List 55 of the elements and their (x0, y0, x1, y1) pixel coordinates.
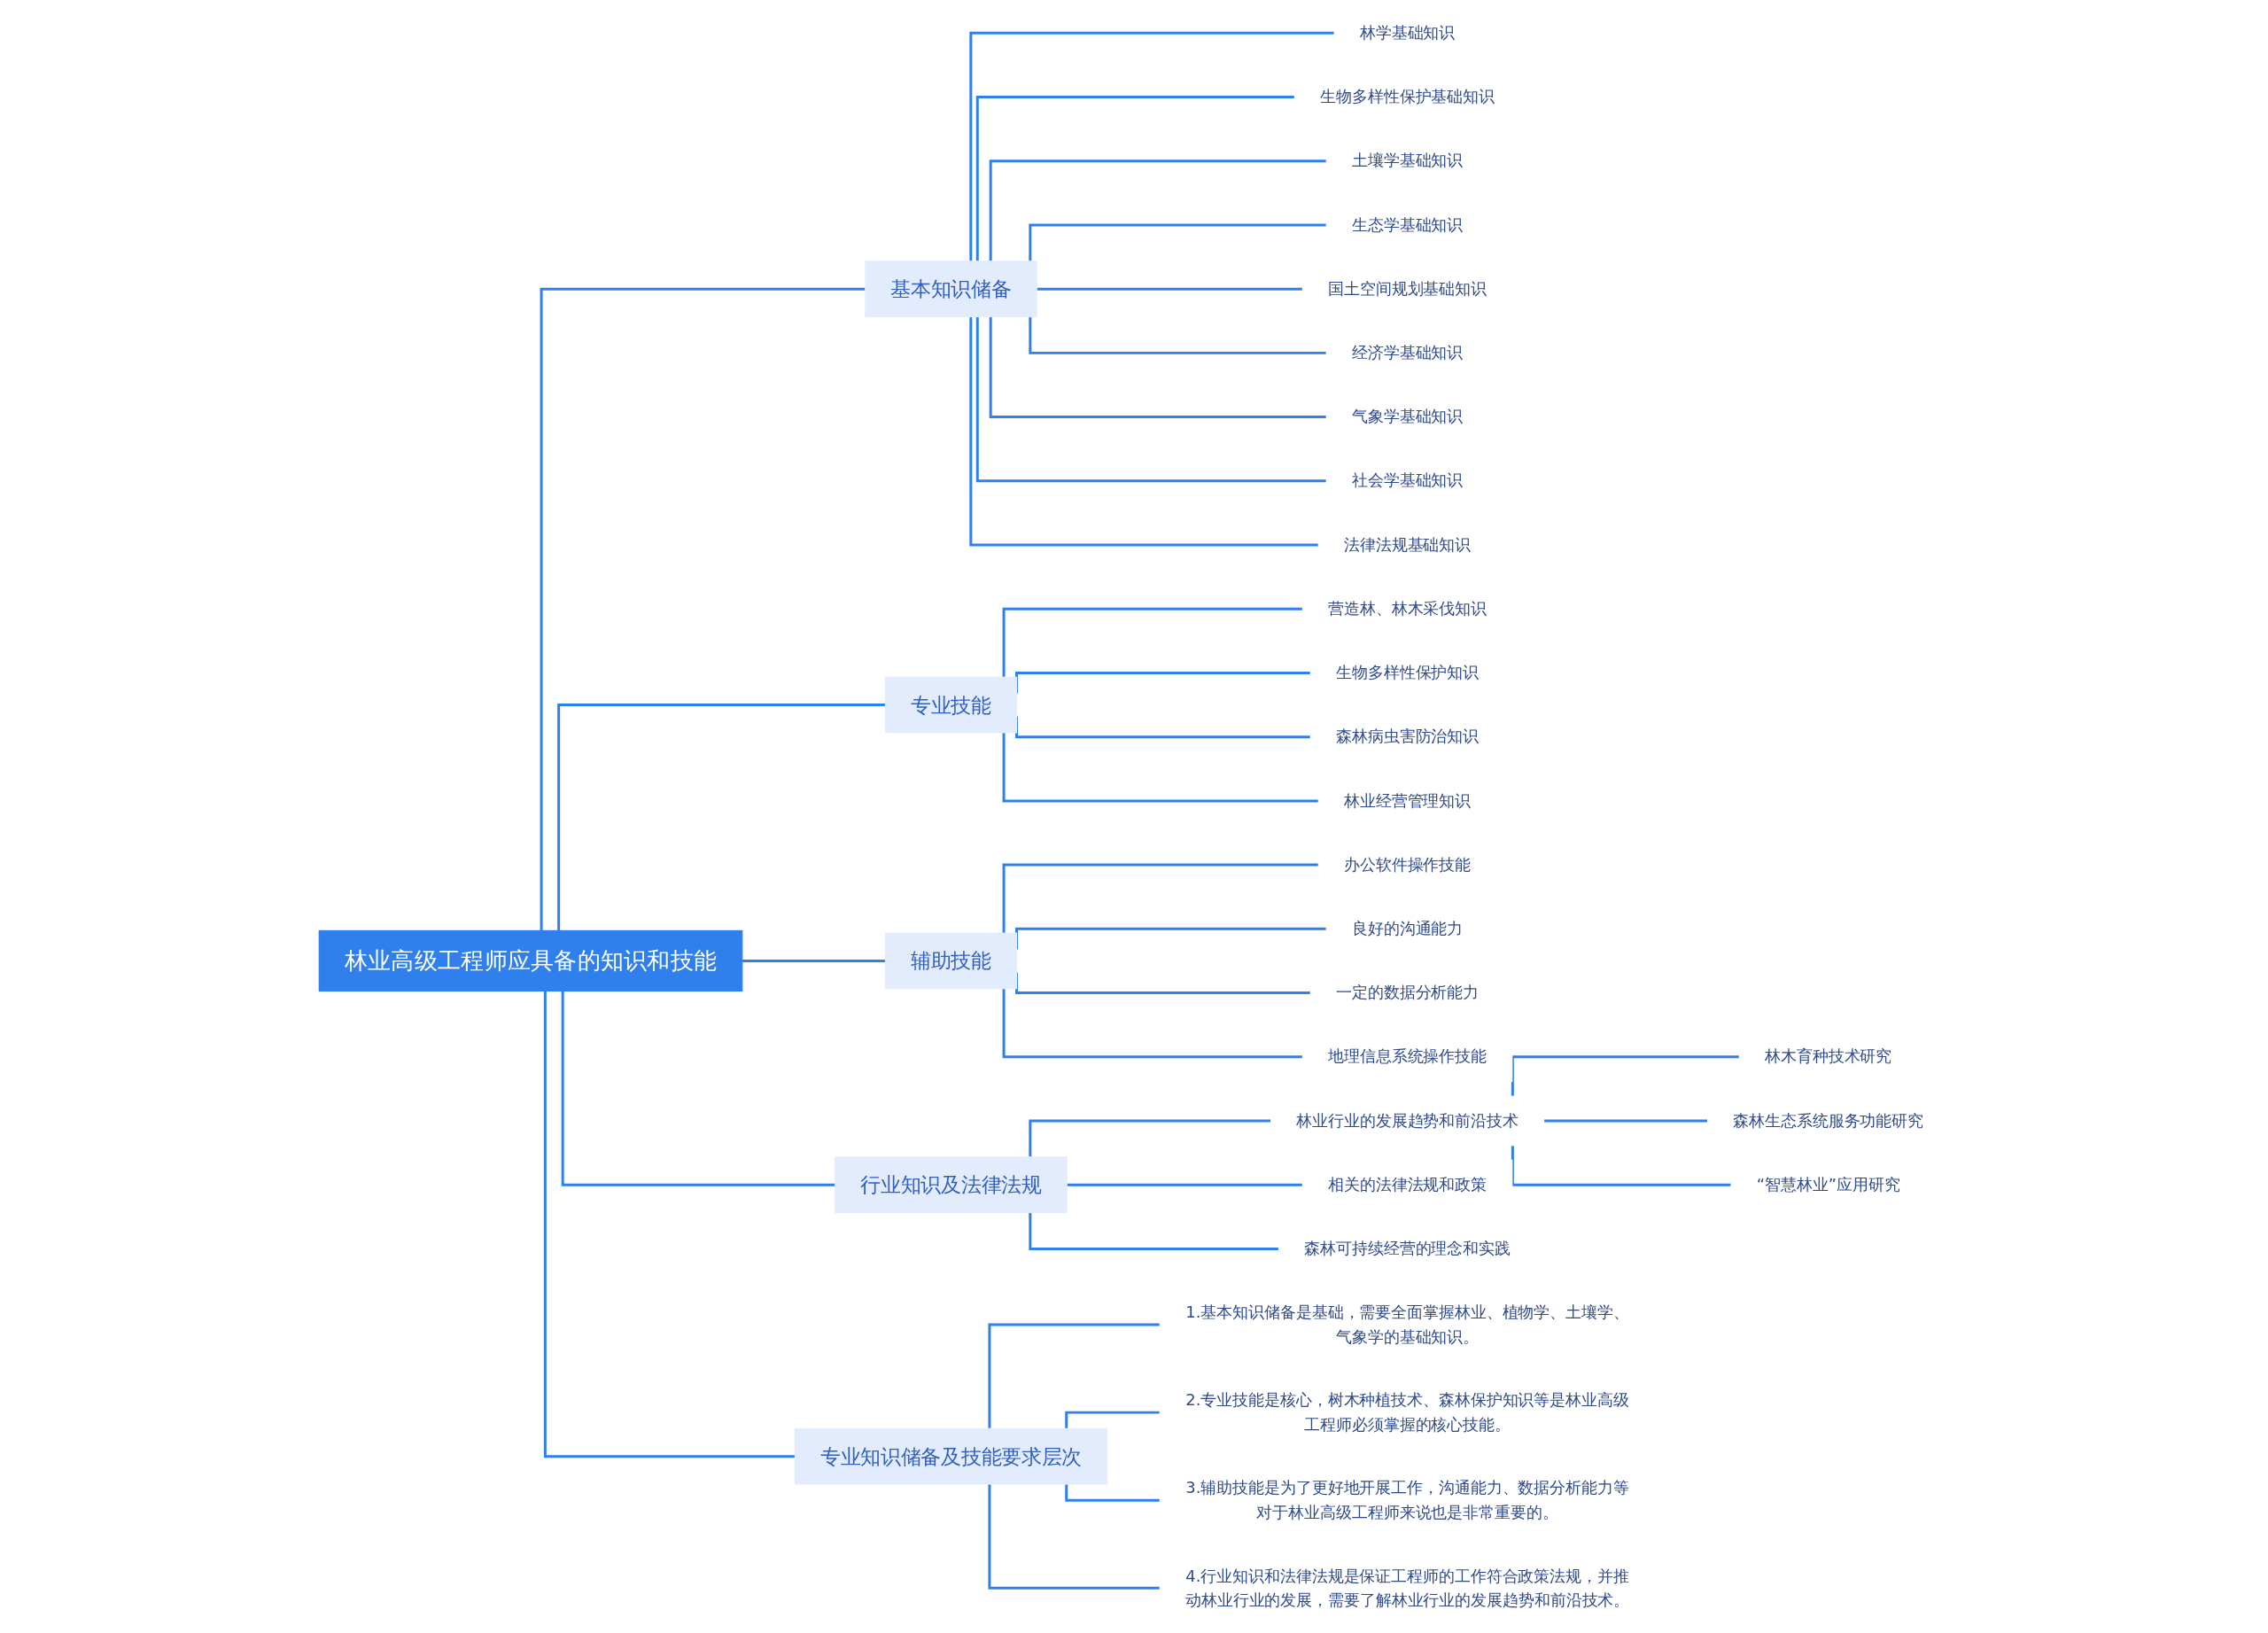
connector (561, 991, 835, 1186)
node-text: “智慧林业”应用研究 (1756, 1175, 1900, 1194)
connector (1065, 1411, 1161, 1429)
connector (989, 316, 1327, 419)
node-text: 林业经营管理知识 (1343, 790, 1472, 811)
node-text: 办公软件操作技能 (1343, 855, 1472, 875)
connector (1511, 1055, 1740, 1097)
node-text: 生态学基础知识 (1351, 214, 1464, 235)
connector (988, 1484, 1161, 1590)
connector (969, 31, 1335, 261)
connector (540, 287, 866, 931)
node-text: 生物多样性保护基础知识 (1320, 87, 1495, 106)
node-box: 基本知识储备 (865, 261, 1037, 318)
connector (1002, 988, 1303, 1059)
node-text: 营造林、林木采伐知识 (1328, 599, 1487, 618)
connector (975, 96, 1295, 261)
node-text: 森林病虫害防治知识 (1335, 727, 1480, 747)
connector (1511, 1145, 1732, 1186)
connector (1029, 316, 1327, 354)
node-box: 专业技能 (884, 676, 1018, 734)
node-text: 4.行业知识和法律法规是保证工程师的工作符合政策法规，并推动林业行业的发展，需要了解林业行业的发展趋势和前沿技术。 (1184, 1566, 1630, 1610)
connector (1002, 732, 1319, 803)
node-text: 林木育种技术研究 (1765, 1046, 1892, 1067)
connector (988, 1323, 1161, 1429)
connector (1029, 223, 1327, 261)
connector (989, 159, 1327, 261)
node-text: 良好的沟通能力 (1351, 919, 1464, 938)
node-text: 森林生态系统服务功能研究 (1733, 1110, 1924, 1131)
connector (1029, 1119, 1271, 1157)
node-box: 辅助技能 (884, 932, 1018, 990)
node-text: 3.辅助技能是为了更好地开展工作，沟通能力、数据分析能力等对于林业高级工程师来说也是非常重要的。 (1185, 1478, 1629, 1522)
node-text: 土壤学基础知识 (1351, 151, 1464, 171)
connector (543, 991, 796, 1458)
node-box: 专业知识储备及技能要求层次 (794, 1427, 1108, 1485)
node-text: 一定的数据分析能力 (1335, 983, 1480, 1002)
connector (1002, 863, 1319, 934)
node-text: 林学基础知识 (1359, 23, 1456, 43)
node-text: 气象学基础知识 (1351, 407, 1464, 427)
connector (1029, 1212, 1279, 1250)
connector (975, 316, 1327, 483)
node-text: 2.专业技能是核心，树木种植技术、森林保护知识等是林业高级工程师必须掌握的核心技能。 (1185, 1390, 1629, 1434)
node-text: 国土空间规划基础知识 (1328, 279, 1487, 299)
node-text: 经济学基础知识 (1351, 343, 1464, 362)
connector (1002, 607, 1303, 678)
node-box: 行业知识及法律法规 (835, 1156, 1068, 1214)
node-text: 法律法规基础知识 (1343, 534, 1472, 555)
node-text: 1.基本知识储备是基础，需要全面掌握林业、植物学、土壤学、气象学的基础知识。 (1185, 1303, 1629, 1346)
node-box: 林业高级工程师应具备的知识和技能 (318, 929, 743, 992)
node-text: 林业行业的发展趋势和前沿技术 (1296, 1110, 1518, 1131)
connector (557, 704, 886, 931)
connector (1065, 1484, 1161, 1502)
connector (969, 316, 1319, 547)
node-text: 森林可持续经营的理念和实践 (1304, 1239, 1511, 1258)
node-text: 社会学基础知识 (1351, 470, 1464, 491)
node-text: 生物多样性保护知识 (1335, 663, 1480, 682)
